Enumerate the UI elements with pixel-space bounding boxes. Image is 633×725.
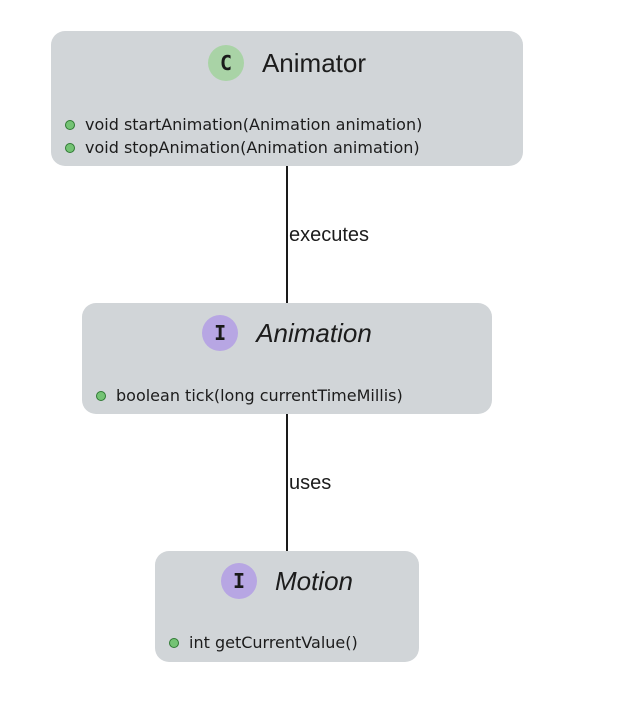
edge-animator-animation <box>286 166 288 304</box>
edge-label-uses: uses <box>289 472 332 494</box>
method-item[interactable]: void startAnimation(Animation animation) <box>65 113 513 136</box>
public-method-icon <box>65 142 75 153</box>
member-list: int getCurrentValue() <box>169 631 409 654</box>
interface-box-motion[interactable]: I Motion int getCurrentValue() <box>155 551 419 662</box>
method-item[interactable]: int getCurrentValue() <box>169 631 409 654</box>
interface-stereotype-icon: I <box>220 563 257 599</box>
interface-header: I Motion <box>155 562 419 600</box>
method-signature: boolean tick(long currentTimeMillis) <box>116 386 403 405</box>
interface-box-animation[interactable]: I Animation boolean tick(long currentTim… <box>82 303 492 414</box>
interface-header: I Animation <box>82 314 492 352</box>
interface-name: Motion <box>274 565 354 596</box>
class-name: Animator <box>261 47 367 78</box>
public-method-icon <box>65 119 75 130</box>
interface-stereotype-icon: I <box>202 315 239 351</box>
class-header: C Animator <box>51 44 523 82</box>
method-signature: void startAnimation(Animation animation) <box>85 115 423 134</box>
class-stereotype-icon: C <box>207 45 244 81</box>
member-list: boolean tick(long currentTimeMillis) <box>96 384 482 407</box>
method-item[interactable]: boolean tick(long currentTimeMillis) <box>96 384 482 407</box>
edge-animation-motion <box>286 414 288 552</box>
member-list: void startAnimation(Animation animation)… <box>65 113 513 159</box>
class-box-animator[interactable]: C Animator void startAnimation(Animation… <box>51 31 523 166</box>
public-method-icon <box>169 637 179 648</box>
public-method-icon <box>96 390 106 401</box>
method-signature: void stopAnimation(Animation animation) <box>85 138 420 157</box>
interface-name: Animation <box>256 317 372 348</box>
method-item[interactable]: void stopAnimation(Animation animation) <box>65 136 513 159</box>
method-signature: int getCurrentValue() <box>189 633 358 652</box>
edge-label-executes: executes <box>289 224 370 246</box>
